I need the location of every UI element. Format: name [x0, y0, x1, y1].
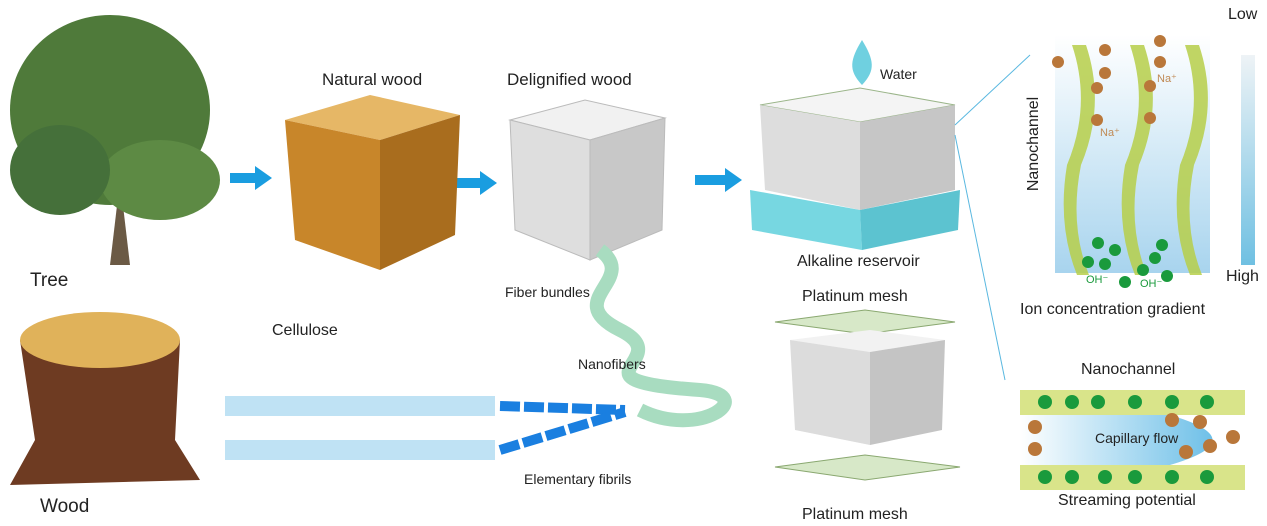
platinum-mesh-top-label: Platinum mesh: [802, 288, 908, 305]
cellulose-fibers: [1063, 45, 1208, 275]
hydroxide-ions: [1082, 237, 1173, 288]
hydroxide-label-2: OH⁻: [1140, 278, 1163, 290]
flow-panel-title: Nanochannel: [1081, 361, 1176, 378]
high-label: High: [1226, 268, 1259, 285]
wood-label: Wood: [40, 496, 90, 517]
positive-ions: [1028, 413, 1240, 459]
streaming-potential-caption: Streaming potential: [1058, 492, 1196, 509]
sodium-ions: [1052, 35, 1166, 126]
fiber-bundle-strand: [589, 244, 732, 428]
low-label: Low: [1228, 6, 1258, 23]
elementary-fibril-2: [498, 407, 627, 455]
delignified-wood-block: [508, 99, 667, 261]
platinum-mesh-device: [774, 309, 961, 481]
elementary-fibrils-label: Elementary fibrils: [524, 471, 632, 487]
nanofibers-label: Nanofibers: [578, 356, 646, 372]
sodium-label-1: Na⁺: [1157, 73, 1177, 85]
natural-wood-label: Natural wood: [322, 70, 423, 89]
tree-illustration: [10, 15, 220, 265]
natural-wood-block: [285, 95, 460, 270]
water-droplet-icon: [852, 40, 872, 85]
elementary-fibril-1: [499, 401, 626, 415]
nanochannel-vertical-label: Nanochannel: [1025, 96, 1043, 192]
platinum-mesh-bottom-label: Platinum mesh: [802, 506, 908, 523]
hydroxide-label-1: OH⁻: [1086, 274, 1109, 286]
delignified-wood-label: Delignified wood: [507, 70, 632, 89]
alkaline-reservoir-label: Alkaline reservoir: [797, 253, 920, 270]
capillary-flow-label: Capillary flow: [1095, 430, 1179, 446]
ion-gradient-caption: Ion concentration gradient: [1020, 301, 1206, 318]
process-arrow-2: [455, 171, 497, 195]
capillary-flow-region: [1020, 415, 1213, 465]
sodium-label-2: Na⁺: [1100, 127, 1120, 139]
concentration-gradient-bar: [1241, 55, 1255, 265]
process-arrow-1: [230, 166, 272, 190]
alkaline-reservoir-device: [750, 87, 960, 250]
cellulose-chain-1: [225, 396, 495, 416]
tree-label: Tree: [30, 270, 69, 291]
cellulose-chain-2: [225, 440, 495, 460]
wood-stump-illustration: [10, 312, 200, 485]
fiber-bundles-label: Fiber bundles: [505, 284, 590, 300]
cellulose-label: Cellulose: [272, 322, 338, 339]
process-arrow-3: [695, 168, 742, 192]
negative-ions: [1038, 395, 1214, 484]
water-label: Water: [880, 66, 917, 82]
